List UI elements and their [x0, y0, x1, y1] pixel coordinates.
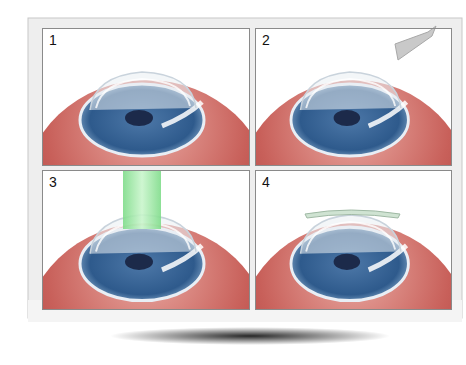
step-number: 4 — [262, 174, 270, 190]
step-number: 3 — [49, 174, 57, 190]
step-panel: 3 — [42, 170, 250, 310]
step-panel: 2 — [255, 28, 452, 166]
step-panel: 1 — [42, 28, 250, 166]
step-number: 1 — [49, 32, 57, 48]
step-panel: 4 — [255, 170, 452, 310]
step-number: 2 — [262, 32, 270, 48]
